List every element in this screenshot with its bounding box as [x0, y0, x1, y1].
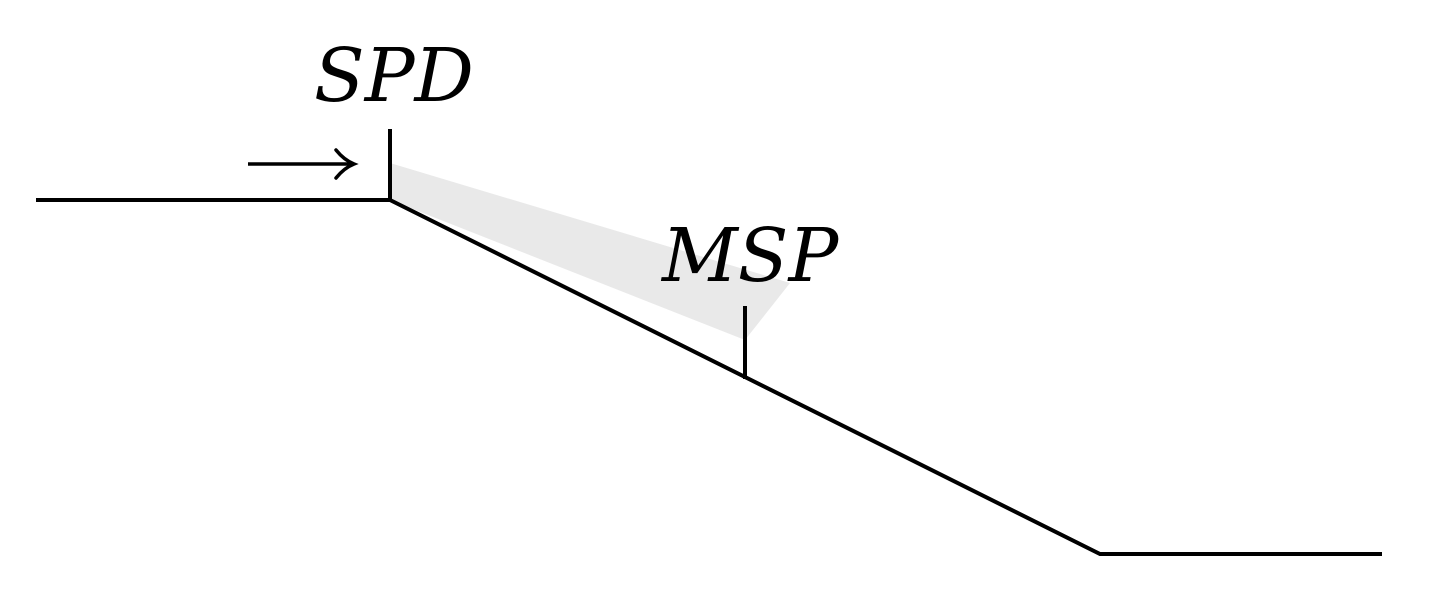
- right-arrow-icon: [248, 148, 359, 180]
- msp-label: MSP: [660, 213, 839, 299]
- spd-label: SPD: [314, 33, 474, 119]
- shaded-sight-region: [390, 163, 790, 340]
